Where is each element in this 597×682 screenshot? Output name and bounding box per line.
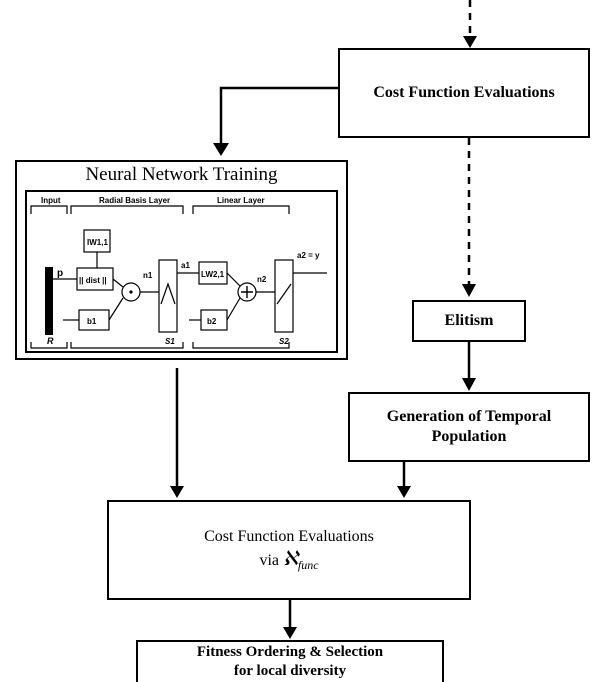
arrow-nn-to-cost-head <box>170 486 184 498</box>
arrow-cost-to-nn <box>219 86 338 145</box>
b2-label: b2 <box>207 317 217 326</box>
cost-bottom-subscript: func <box>297 558 319 573</box>
a2-label: a2 = y <box>297 251 320 260</box>
neural-network-training-node: Neural Network Training Input Radial Bas… <box>15 160 348 360</box>
input-bracket <box>30 205 68 214</box>
linear-label: Linear Layer <box>217 196 265 205</box>
input-label: Input <box>41 196 61 205</box>
rbf-label: Radial Basis Layer <box>99 196 170 205</box>
linear-bracket <box>192 205 290 214</box>
temporal-population-node: Generation of Temporal Population <box>348 392 590 462</box>
cost-bottom-via: via <box>259 551 279 569</box>
rbf-bracket-bottom <box>70 342 184 349</box>
a1-label: a1 <box>181 261 190 270</box>
temporal-line1: Generation of Temporal <box>386 408 552 425</box>
arrow-cost-to-elitism-head <box>462 284 476 297</box>
dist-label: || dist || <box>79 276 107 285</box>
fitness-line2: for local diversity <box>233 663 347 679</box>
n2-label: n2 <box>257 275 267 284</box>
arrow-elitism-to-temporal-head <box>462 378 476 391</box>
input-bar <box>45 267 53 335</box>
elitism-label: Elitism <box>444 312 494 329</box>
arrow-into-top-cost-head <box>463 36 477 48</box>
radbas-glyph <box>160 282 176 305</box>
n1-label: n1 <box>143 271 153 280</box>
R-label: R <box>47 336 54 346</box>
cost-bottom-line1: Cost Function Evaluations <box>204 527 374 545</box>
radbas-box <box>158 259 178 333</box>
fitness-line1: Fitness Ordering & Selection <box>196 644 384 661</box>
lw-label: LW2,1 <box>201 270 225 279</box>
iw-label: IW1,1 <box>87 238 108 247</box>
network-wires <box>53 252 327 321</box>
rbf-bracket <box>70 205 184 214</box>
input-bracket-bottom <box>30 342 68 349</box>
arrow-temporal-to-cost-head <box>397 486 411 498</box>
linear-bracket-bottom <box>192 342 290 349</box>
arrow-cost-to-fitness-head <box>283 627 297 639</box>
S1-label: S1 <box>165 337 175 346</box>
network-schematic: Input Radial Basis Layer Linear Layer p … <box>25 190 338 353</box>
p-label: p <box>57 268 63 279</box>
S2-label: S2 <box>279 337 289 346</box>
cost-bottom-line2: via ℵfunc <box>259 547 318 573</box>
cost-function-top-label: Cost Function Evaluations <box>373 84 555 101</box>
cost-function-bottom-node: Cost Function Evaluations via ℵfunc <box>107 500 471 600</box>
network-schematic-svg: Input Radial Basis Layer Linear Layer p … <box>30 196 327 349</box>
sum-plus <box>241 286 253 298</box>
neural-network-title: Neural Network Training <box>85 164 278 185</box>
temporal-line2: Population <box>431 428 507 445</box>
purelin-glyph <box>276 283 292 305</box>
multiply-dot <box>129 290 133 294</box>
b1-label: b1 <box>87 317 97 326</box>
fitness-ordering-node: Fitness Ordering & Selection for local d… <box>136 640 444 682</box>
arrow-cost-to-nn-head <box>213 143 229 156</box>
cost-function-top-node: Cost Function Evaluations <box>338 48 590 138</box>
cost-bottom-symbol: ℵ <box>282 547 298 570</box>
purelin-box <box>274 259 294 333</box>
elitism-node: Elitism <box>412 300 526 342</box>
